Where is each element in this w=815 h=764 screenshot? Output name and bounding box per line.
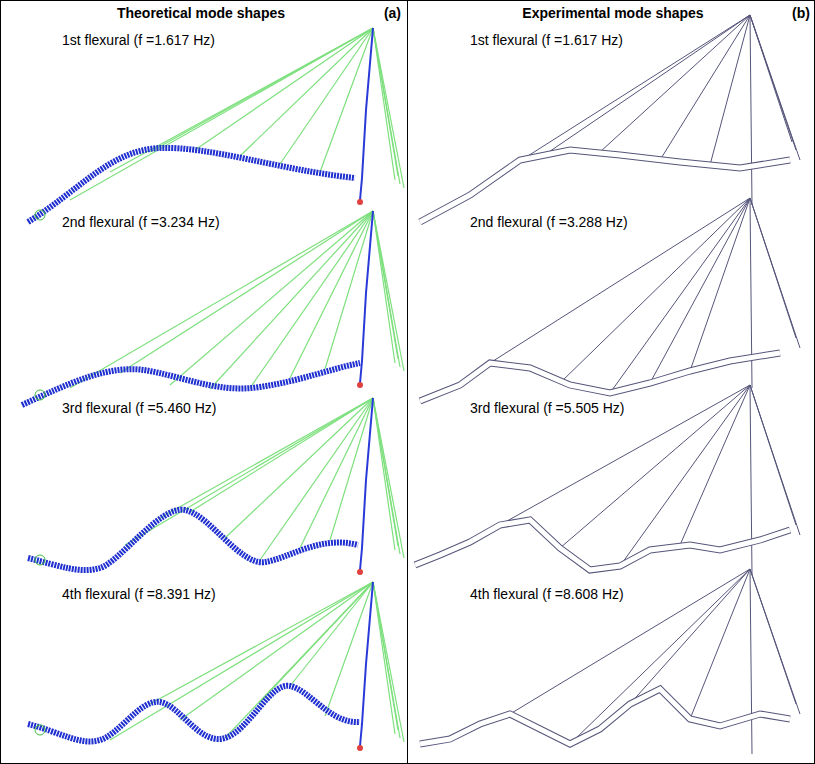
experimental-row [420,15,800,222]
mode-label: 3rd flexural (f =5.460 Hz) [60,400,218,416]
experimental-row [420,569,800,754]
figure-panel: Theoretical mode shapes (a) [0,0,408,764]
theoretical-row [28,582,404,751]
experimental-row [420,198,800,401]
mode-label: 1st flexural (f =1.617 Hz) [60,32,217,48]
experimental-row [415,385,800,575]
theoretical-row [28,28,404,222]
mode-label: 4th flexural (f =8.608 Hz) [468,586,626,602]
mode-label: 3rd flexural (f =5.505 Hz) [468,400,626,416]
mode-label: 4th flexural (f =8.391 Hz) [60,586,218,602]
figure-panel: Experimental mode shapes (b) [407,0,815,764]
panel-tag: (b) [792,5,810,21]
mode-label: 2nd flexural (f =3.288 Hz) [468,214,630,230]
panel-heading: Theoretical mode shapes [117,5,285,21]
mode-label: 2nd flexural (f =3.234 Hz) [60,214,222,230]
mode-label: 1st flexural (f =1.617 Hz) [468,32,625,48]
panel-heading: Experimental mode shapes [522,5,703,21]
theoretical-row [22,211,404,405]
theoretical-row [28,398,404,575]
panel-tag: (a) [384,5,401,21]
